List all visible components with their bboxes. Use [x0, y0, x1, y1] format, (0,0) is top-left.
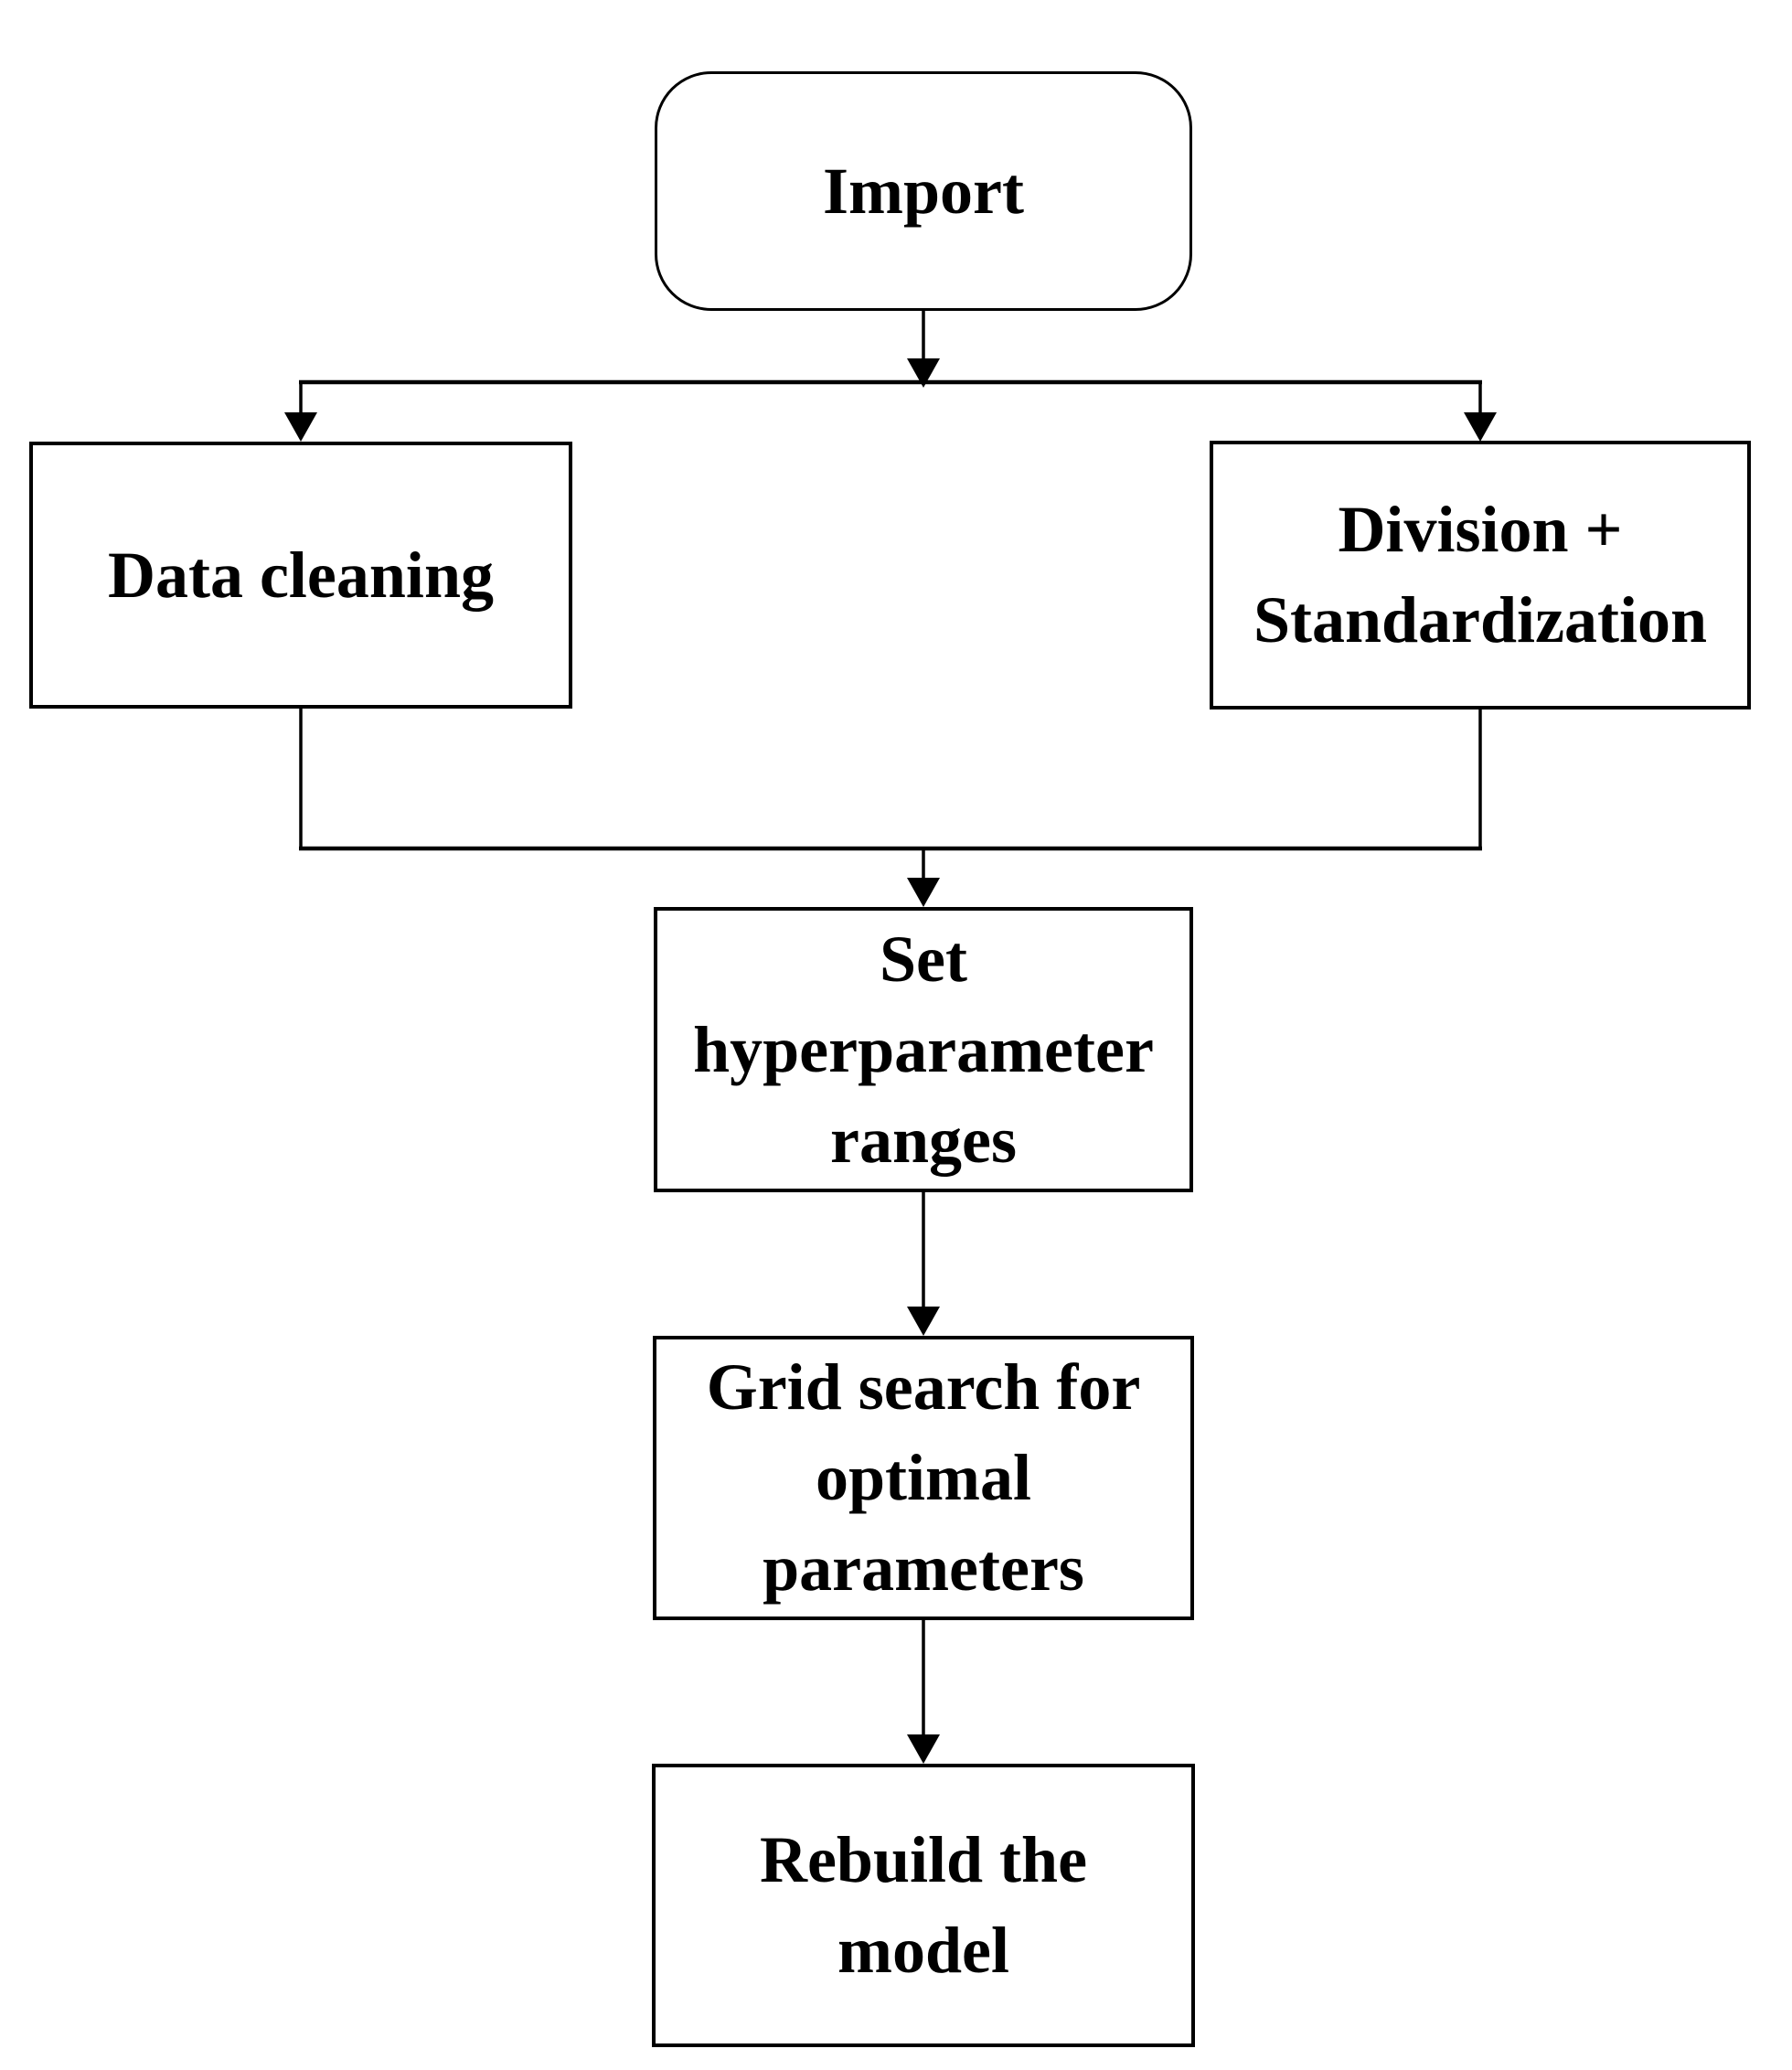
node-rebuild-model-label-line-1: Rebuild the [759, 1823, 1088, 1896]
edge-merge-to-set-ranges [907, 848, 940, 907]
node-rebuild-model: Rebuild the model [652, 1764, 1195, 2047]
edge-grid-search-to-rebuild [907, 1620, 940, 1764]
arrowhead-rebuild [907, 1734, 940, 1764]
node-data-cleaning: Data cleaning [29, 442, 572, 709]
node-data-cleaning-label: Data cleaning [108, 538, 494, 612]
node-import-label: Import [823, 154, 1024, 228]
arrowhead-set-ranges [907, 878, 940, 907]
node-grid-search-label-line-2: optimal [815, 1441, 1031, 1514]
node-division-standardization: Division + Standardization [1210, 441, 1751, 710]
edge-branch-to-division [1464, 380, 1497, 442]
node-grid-search: Grid search for optimal parameters [653, 1336, 1194, 1620]
node-division-standardization-label-line-2: Standardization [1253, 583, 1708, 656]
node-division-standardization-label-line-1: Division + [1338, 493, 1623, 566]
arrowhead-grid-search [907, 1307, 940, 1336]
node-set-hyperparameter-ranges-label-line-3: ranges [830, 1103, 1017, 1177]
arrowhead-division [1464, 412, 1497, 442]
node-grid-search-label-line-3: parameters [763, 1531, 1084, 1605]
node-import: Import [655, 71, 1192, 311]
node-set-hyperparameter-ranges-label-line-1: Set [880, 922, 967, 996]
edge-set-ranges-to-grid-search [907, 1192, 940, 1336]
node-grid-search-label-line-1: Grid search for [706, 1350, 1141, 1424]
edge-branch-to-data-cleaning [284, 380, 317, 442]
node-set-hyperparameter-ranges-label-line-2: hyperparameter [693, 1012, 1154, 1086]
arrowhead-branch [907, 358, 940, 388]
arrowhead-data-cleaning [284, 412, 317, 442]
node-set-hyperparameter-ranges: Set hyperparameter ranges [654, 907, 1193, 1192]
edge-import-to-branch [907, 311, 940, 388]
node-rebuild-model-label-line-2: model [837, 1914, 1009, 1987]
